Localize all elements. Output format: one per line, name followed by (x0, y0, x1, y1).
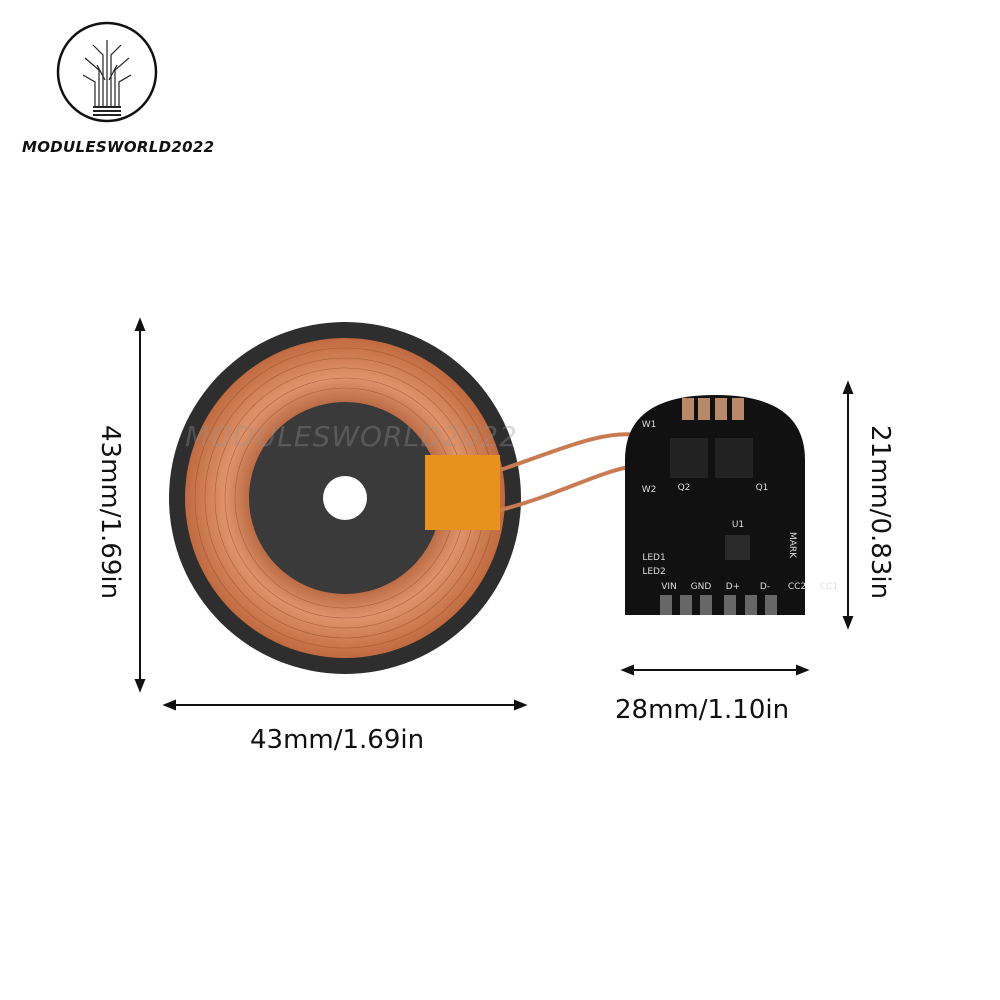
pcb-pin-labels: VIN GND D+ D- CC2 CC1 (655, 582, 843, 592)
watermark: MODULESWORLD2022 (185, 420, 518, 453)
pin-label: VIN (661, 582, 677, 592)
pin-label: D- (759, 582, 771, 592)
wireless-charging-coil (169, 322, 641, 674)
coil-leads (499, 432, 641, 512)
coil-height-label: 43mm/1.69in (95, 425, 125, 600)
dimension-arrows (134, 317, 854, 711)
coil-tape (425, 455, 500, 530)
pcb-board (625, 395, 805, 615)
logo (55, 20, 159, 124)
pin-label: D+ (725, 582, 741, 592)
coil-width-label: 43mm/1.69in (250, 725, 425, 755)
pcb-label: Q1 (755, 483, 769, 493)
board-height-label: 21mm/0.83in (865, 425, 895, 600)
pcb-label: W2 (641, 485, 657, 495)
pcb-label: LED2 (642, 567, 666, 577)
pcb-label: MARK (787, 531, 797, 559)
brand-name: MODULESWORLD2022 (22, 138, 215, 156)
pcb-label: U1 (731, 520, 745, 530)
pin-label: CC2 (787, 582, 807, 592)
pcb-label: W1 (641, 420, 657, 430)
pcb-label: LED1 (642, 553, 666, 563)
pin-label: CC1 (819, 582, 839, 592)
circuit-tree-logo-icon (56, 21, 158, 123)
board-width-label: 28mm/1.10in (615, 695, 790, 725)
pin-label: GND (690, 582, 712, 592)
pcb-label: Q2 (677, 483, 691, 493)
